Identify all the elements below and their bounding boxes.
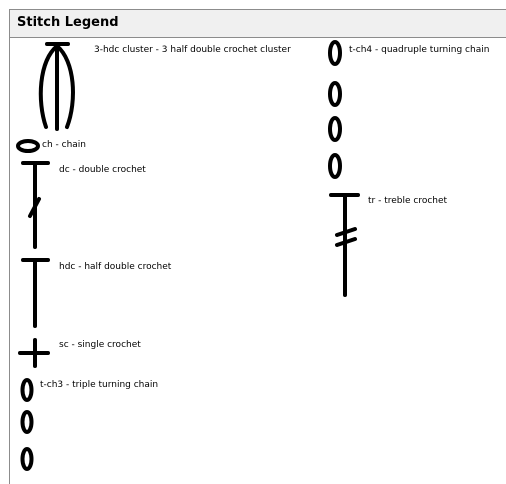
label-dc: dc - double crochet bbox=[59, 165, 146, 175]
label-tr: tr - treble crochet bbox=[368, 196, 448, 206]
quadruple-turning-chain-symbol bbox=[328, 40, 342, 179]
half-double-crochet-symbol bbox=[21, 258, 50, 328]
chain-symbol bbox=[16, 139, 40, 153]
treble-crochet-symbol bbox=[329, 193, 360, 297]
label-tch4: t-ch4 - quadruple turning chain bbox=[349, 45, 490, 55]
label-tch3: t-ch3 - triple turning chain bbox=[40, 380, 159, 390]
label-hdc3: 3-hdc cluster - 3 half double crochet cl… bbox=[94, 45, 291, 55]
legend-title: Stitch Legend bbox=[17, 15, 119, 30]
single-crochet-symbol bbox=[18, 338, 50, 368]
stitch-legend-panel: Stitch Legend bbox=[9, 9, 506, 484]
legend-header: Stitch Legend bbox=[10, 10, 506, 38]
hdc3-cluster-symbol bbox=[38, 42, 75, 131]
label-hdc: hdc - half double crochet bbox=[59, 262, 172, 272]
label-sc: sc - single crochet bbox=[59, 340, 141, 350]
double-crochet-symbol bbox=[21, 161, 50, 249]
stitch-symbols bbox=[16, 40, 360, 471]
triple-turning-chain-symbol bbox=[20, 378, 34, 471]
label-ch: ch - chain bbox=[42, 140, 86, 150]
